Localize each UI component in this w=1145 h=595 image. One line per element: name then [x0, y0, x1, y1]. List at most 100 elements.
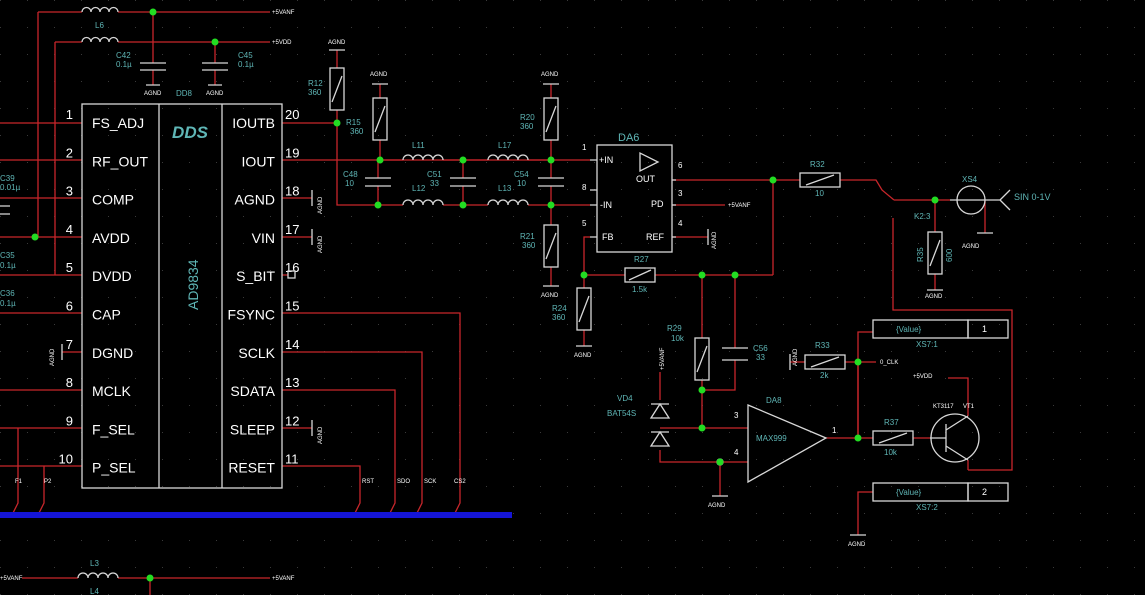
xs7-2-ref: XS7:2: [916, 503, 938, 512]
dds-pin-number: 4: [66, 222, 73, 237]
value-r32: 10: [815, 189, 824, 198]
dds-pin-number: 13: [285, 375, 299, 390]
dds-pin-number: 16: [285, 260, 299, 275]
resistor-r29: [694, 337, 710, 381]
dds-pin-name: P_SEL: [92, 460, 136, 476]
dds-pin-name: VIN: [252, 230, 275, 246]
svg-text:AGND: AGND: [541, 293, 559, 299]
dds-pin-number: 17: [285, 222, 299, 237]
dds-chip-name: DDS: [172, 123, 209, 142]
dds-pin-number: 15: [285, 299, 299, 314]
label-r24: R24: [552, 304, 567, 313]
value-c42: 0.1µ: [116, 60, 132, 69]
label-vt1: VT1: [963, 404, 975, 410]
svg-text:+5VANF: +5VANF: [728, 203, 751, 209]
dds-pin-number: 9: [66, 413, 73, 428]
dds-pin-name: AVDD: [92, 230, 130, 246]
value-r37: 10k: [884, 448, 898, 457]
value-r24: 360: [552, 313, 566, 322]
label-sin-output: SIN 0-1V: [1014, 192, 1051, 202]
label-c48: C48: [343, 170, 358, 179]
label-r32: R32: [810, 160, 825, 169]
ground-symbols: [61, 49, 993, 536]
capacitor-c42: [140, 62, 166, 71]
svg-text:AGND: AGND: [793, 348, 799, 366]
svg-text:AGND: AGND: [962, 244, 980, 250]
dds-pin-name: FSYNC: [228, 307, 275, 323]
label-l17: L17: [498, 141, 512, 150]
resistor-r32: [799, 172, 841, 188]
dds-part-number: AD9834: [185, 259, 201, 310]
label-r35: R35: [916, 247, 925, 262]
label-r37: R37: [884, 418, 899, 427]
value-c36: 0.1µ: [0, 299, 16, 308]
svg-text:AGND: AGND: [318, 426, 324, 444]
dds-left-pins: 1FS_ADJ2RF_OUT3COMP4AVDD5DVDD6CAP7DGND8M…: [59, 107, 149, 476]
svg-text:RST: RST: [362, 479, 374, 485]
svg-text:OUT: OUT: [636, 174, 656, 184]
dds-pin-name: IOUT: [242, 153, 276, 169]
svg-text:AGND: AGND: [712, 231, 718, 249]
label-r20: R20: [520, 113, 535, 122]
transistor-vt1: [930, 413, 980, 463]
svg-text:1: 1: [582, 143, 587, 152]
dds-pin-name: RF_OUT: [92, 153, 148, 169]
value-c54: 10: [517, 179, 526, 188]
dds-pin-number: 7: [66, 337, 73, 352]
inductor-l6: [81, 6, 119, 43]
svg-text:3: 3: [678, 189, 683, 198]
label-l12: L12: [412, 184, 426, 193]
svg-text:FB: FB: [602, 232, 614, 242]
label-c35: C35: [0, 251, 15, 260]
net-5vdd-top: +5VDD: [272, 40, 292, 46]
connector-xs4: [950, 185, 1011, 215]
da8-part: MAX999: [756, 434, 787, 443]
dds-pin-name: COMP: [92, 192, 134, 208]
label-r29: R29: [667, 324, 682, 333]
value-r27: 1.5k: [632, 285, 648, 294]
part-vd4: BAT54S: [607, 409, 636, 418]
resistor-r20: [543, 97, 559, 141]
resistor-r12: [329, 67, 345, 111]
xs7-1-number: 1: [982, 324, 987, 334]
svg-text:6: 6: [678, 161, 683, 170]
dds-pin-name: DGND: [92, 345, 133, 361]
label-c45: C45: [238, 51, 253, 60]
resistor-r35: [927, 231, 943, 275]
dds-pin-name: AGND: [235, 192, 275, 208]
svg-text:AGND: AGND: [541, 72, 559, 78]
dds-pin-number: 2: [66, 145, 73, 160]
xs7-1-ref: XS7:1: [916, 340, 938, 349]
svg-text:-IN: -IN: [600, 200, 612, 210]
label-r12: R12: [308, 79, 323, 88]
capacitor-c45: [202, 62, 228, 71]
resistor-r37: [872, 430, 914, 446]
dds-pin-number: 1: [66, 107, 73, 122]
label-c54: C54: [514, 170, 529, 179]
svg-text:3: 3: [734, 411, 739, 420]
value-r15: 360: [350, 127, 364, 136]
svg-text:AGND: AGND: [925, 294, 943, 300]
value-r35: 600: [945, 248, 954, 262]
value-r20: 360: [520, 122, 534, 131]
inductors-filter: [402, 154, 529, 206]
dds-pin-name: SLEEP: [230, 421, 275, 437]
svg-text:AGND: AGND: [708, 503, 726, 509]
dds-pin-number: 8: [66, 375, 73, 390]
labels: +5VANF +5VDD L6 C42 0.1µ C45 0.1µ DD8 AG…: [0, 10, 1051, 595]
dds-chip-body: [81, 103, 283, 489]
svg-text:5: 5: [582, 219, 587, 228]
net-5vdd-vt1: +5VDD: [913, 374, 933, 380]
dds-pin-name: MCLK: [92, 383, 132, 399]
dds-pin-number: 3: [66, 184, 73, 199]
value-c48: 10: [345, 179, 354, 188]
dds-pin-number: 14: [285, 337, 299, 352]
part-vt1: KT3117: [933, 404, 954, 410]
value-r12: 360: [308, 88, 322, 97]
label-vd4: VD4: [617, 394, 633, 403]
svg-text:AGND: AGND: [328, 40, 346, 46]
svg-text:1: 1: [832, 426, 837, 435]
label-r21: R21: [520, 232, 535, 241]
value-r21: 360: [522, 241, 536, 250]
